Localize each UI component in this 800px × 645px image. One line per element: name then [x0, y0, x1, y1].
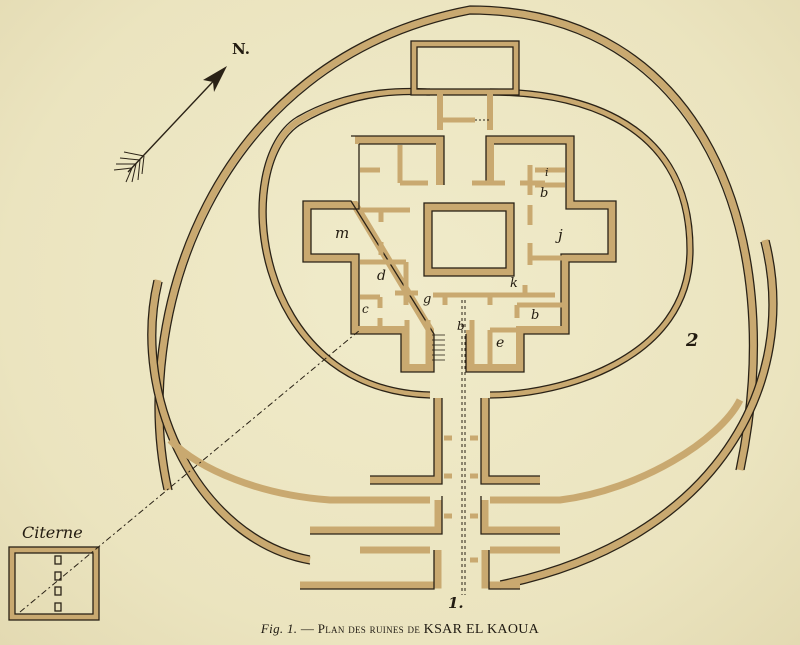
north-gatehouse [410, 40, 520, 130]
room-c-label: c [362, 302, 369, 316]
central-fortress [302, 135, 617, 373]
room-b-upper-label: b [540, 186, 549, 201]
room-i-label: i [545, 166, 549, 179]
room-d-label: d [377, 268, 386, 284]
staircase [432, 334, 445, 361]
caption-plan-text: Plan des ruines de [317, 621, 424, 636]
room-m-label: m [335, 224, 350, 242]
caption-site-name: KSAR EL KAOUA [423, 622, 540, 637]
room-e-label: e [496, 335, 505, 351]
outer-enclosure-walls [147, 5, 778, 590]
figure-caption: Fig. 1. — Plan des ruines de KSAR EL KAO… [0, 621, 800, 638]
cistern-plan [8, 546, 100, 621]
room-k-label: k [510, 276, 518, 291]
caption-dash: — [297, 621, 318, 636]
caption-figure-number: Fig. 1. [260, 621, 298, 636]
zone-2-label: 2 [686, 330, 699, 351]
room-b-center-label: b [457, 319, 465, 333]
room-b-right-label: b [531, 308, 540, 323]
north-arrow-icon [113, 66, 227, 183]
south-entrance-corridor [167, 300, 744, 595]
citerne-label: Citerne [22, 523, 83, 542]
room-g-label: g [423, 292, 432, 307]
zone-1-label: 1. [448, 594, 464, 612]
sightline-to-cistern [19, 329, 361, 613]
north-label: N. [232, 40, 250, 58]
room-j-label: j [558, 226, 563, 244]
